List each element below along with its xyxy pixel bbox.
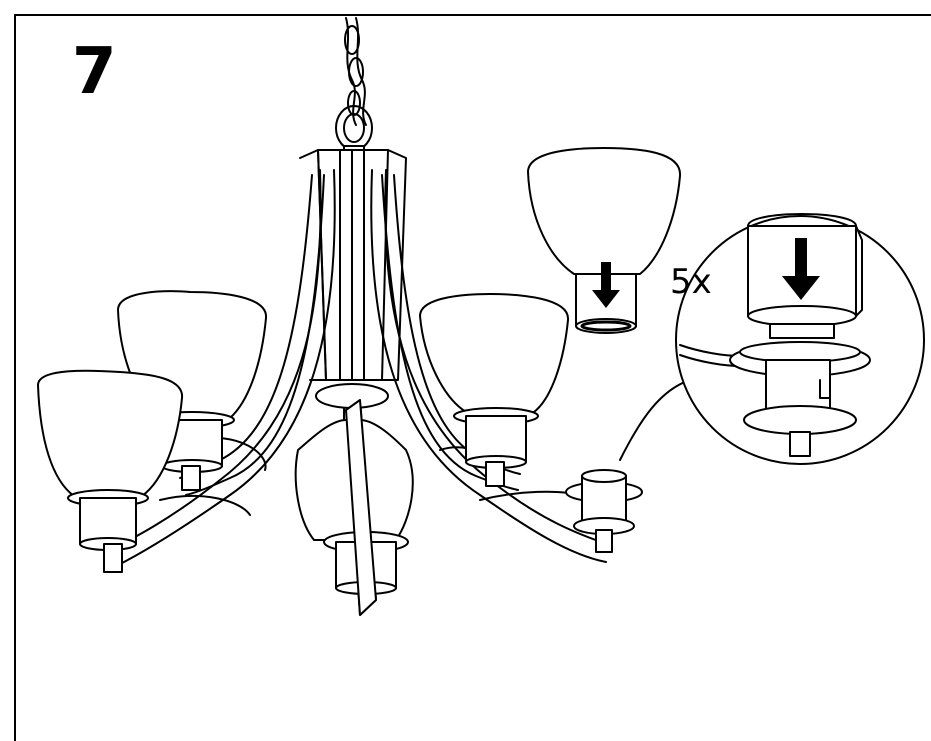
down-arrow-icon xyxy=(782,238,820,300)
shade-front-left xyxy=(38,371,182,572)
shade-being-mounted xyxy=(528,148,680,333)
detail-callout xyxy=(620,214,924,464)
page-frame xyxy=(14,14,931,741)
down-arrow-icon xyxy=(592,262,620,308)
hanging-chain xyxy=(345,18,366,125)
center-plate xyxy=(316,384,388,408)
step-number: 7 xyxy=(72,35,117,109)
quantity-label: 5x xyxy=(670,262,712,302)
shade-front-center xyxy=(296,400,413,615)
shade-back-right xyxy=(420,294,568,486)
empty-socket-right xyxy=(566,470,642,552)
